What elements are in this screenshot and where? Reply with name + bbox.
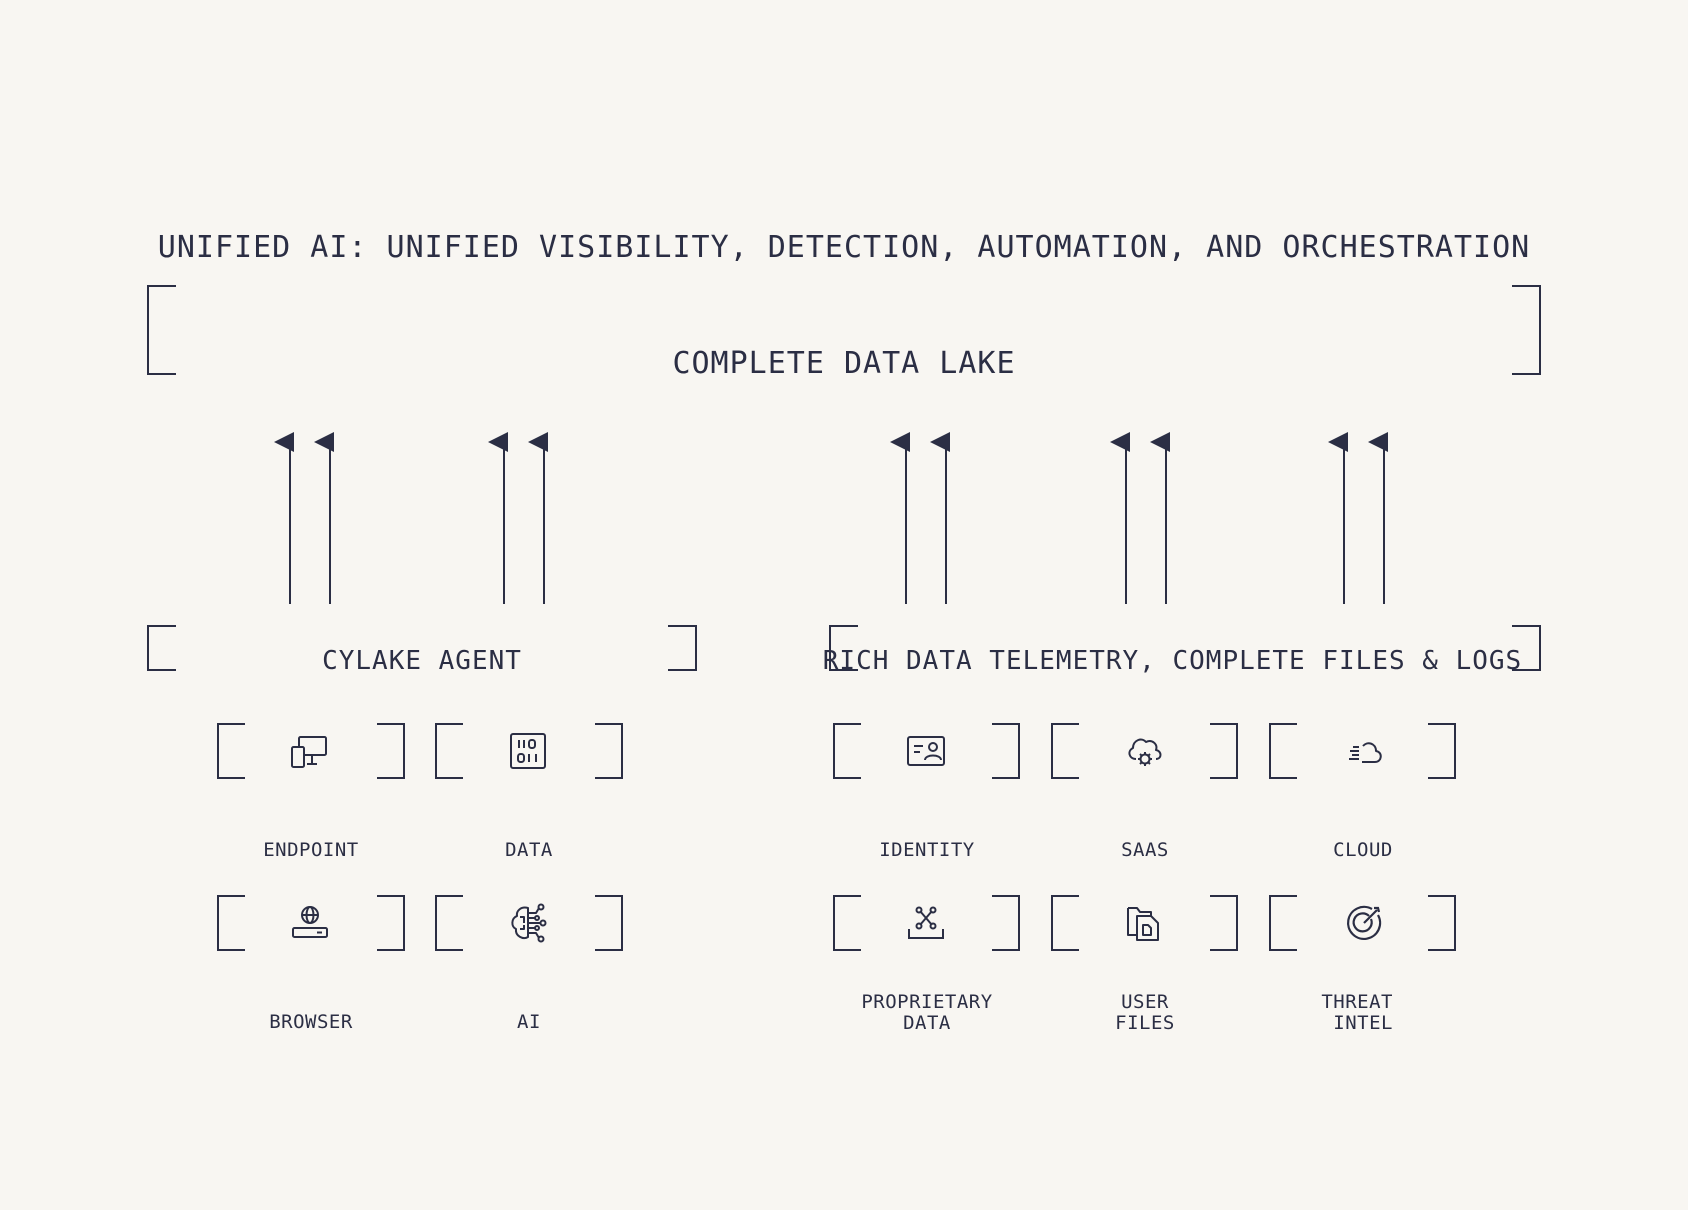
data-lake-label: COMPLETE DATA LAKE bbox=[672, 346, 1016, 381]
cloud-label: CLOUD bbox=[1333, 839, 1393, 861]
user-files-label: USER FILES bbox=[1045, 992, 1245, 1034]
diagram-title: UNIFIED AI: UNIFIED VISIBILITY, DETECTIO… bbox=[157, 230, 1531, 265]
right-section-bracket-right bbox=[1512, 625, 1541, 671]
identity-card-icon bbox=[907, 736, 945, 766]
item-brackets-row-2 bbox=[217, 895, 1456, 951]
saas-cloud-gear-icon bbox=[1128, 738, 1162, 766]
right-section-bracket-left bbox=[829, 625, 858, 671]
data-lake-bracket-left bbox=[147, 285, 176, 375]
endpoint-label: ENDPOINT bbox=[263, 839, 359, 861]
arrows bbox=[274, 432, 1388, 604]
cloud-icon bbox=[1349, 742, 1382, 763]
data-binary-icon bbox=[510, 733, 546, 769]
data-lake-bracket-right bbox=[1512, 285, 1541, 375]
proprietary-data-label-line-2: DATA bbox=[903, 1012, 951, 1034]
threat-intel-label-line-2: INTEL bbox=[1333, 1012, 1393, 1034]
saas-label: SAAS bbox=[1121, 839, 1169, 861]
user-files-icon bbox=[1127, 907, 1159, 941]
ai-brain-icon bbox=[511, 903, 547, 943]
threat-intel-label-line-1: THREAT bbox=[1321, 991, 1393, 1013]
left-section-title: CYLAKE AGENT bbox=[322, 646, 522, 676]
item-brackets-row-1 bbox=[217, 723, 1456, 779]
left-section-bracket-left bbox=[147, 625, 176, 671]
browser-label: BROWSER bbox=[269, 1011, 353, 1033]
data-label: DATA bbox=[505, 839, 553, 861]
endpoint-icon bbox=[291, 736, 327, 768]
proprietary-data-label: PROPRIETARY DATA bbox=[827, 992, 1027, 1034]
threat-intel-label: THREAT INTEL bbox=[1257, 992, 1393, 1034]
user-files-label-line-1: USER bbox=[1121, 991, 1169, 1013]
identity-label: IDENTITY bbox=[879, 839, 975, 861]
proprietary-data-icon bbox=[908, 906, 944, 939]
browser-icon bbox=[292, 906, 328, 938]
user-files-label-line-2: FILES bbox=[1115, 1012, 1175, 1034]
proprietary-data-label-line-1: PROPRIETARY bbox=[861, 991, 993, 1013]
ai-label: AI bbox=[517, 1011, 541, 1033]
right-section-title: RICH DATA TELEMETRY, COMPLETE FILES & LO… bbox=[822, 646, 1523, 676]
threat-intel-target-icon bbox=[1347, 905, 1382, 940]
left-section-bracket-right bbox=[668, 625, 697, 671]
